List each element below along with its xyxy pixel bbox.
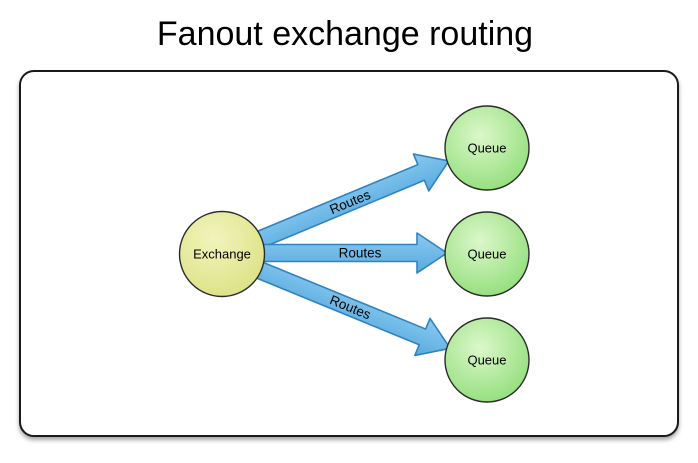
node-label: Queue	[467, 141, 506, 156]
node-label: Queue	[467, 247, 506, 262]
arrow-shape	[225, 249, 451, 357]
diagram-title: Fanout exchange routing	[157, 15, 533, 53]
node-label: Exchange	[193, 247, 251, 262]
node-circle	[178, 210, 266, 298]
node-label: Queue	[467, 353, 506, 368]
queue-node-1: Queue	[444, 105, 530, 191]
node-circle	[444, 211, 530, 297]
route-label: Routes	[339, 246, 382, 261]
exchange-node: Exchange	[178, 210, 266, 298]
queue-node-3: Queue	[444, 317, 530, 403]
node-circle	[444, 317, 530, 403]
queue-node-2: Queue	[444, 211, 530, 297]
node-circle	[444, 105, 530, 191]
